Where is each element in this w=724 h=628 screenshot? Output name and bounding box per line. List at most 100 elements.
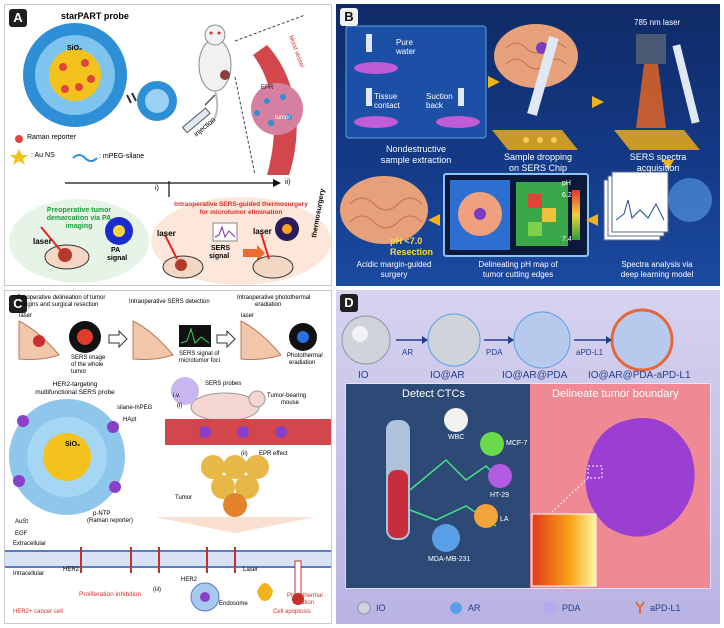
sers-signal-label-1: SERS [211, 245, 231, 252]
legend-apdl1: aPD-L1 [650, 603, 681, 613]
thermo-laser-2: laser [253, 227, 272, 236]
sers-image-3: tumor [71, 369, 87, 375]
suction-back-1: Suction [426, 92, 453, 101]
ctc-title: Detect CTCs [402, 388, 465, 400]
nanoparticle-sequence [341, 308, 674, 372]
cell-type-label: HER2+ cancer cell [13, 609, 63, 615]
breast-diagram-3 [240, 320, 317, 360]
apoptosis-label: Cell apoptosis [273, 609, 311, 615]
her2-label-a: HER2 [63, 567, 80, 573]
brain-graphic-top [494, 24, 578, 88]
sers-signal-2: microtumor foci [179, 358, 221, 364]
ablation-label-2: ablation [293, 600, 315, 606]
flow-arrows [428, 76, 674, 226]
stage-io-ar: IO@AR [430, 370, 465, 381]
tumor-graphic [201, 455, 269, 517]
resection-label: Resection [390, 247, 434, 257]
step-deep-learning-2: deep learning model [620, 270, 694, 279]
sers-signal-label-2: signal [209, 253, 230, 260]
extracellular-label: Extracellular [13, 541, 47, 547]
boundary-title: Delineate tumor boundary [552, 388, 679, 400]
stage-io-ar-pda-apdl1: IO@AR@PDA-aPD-L1 [588, 370, 691, 381]
starpart-probe-graphic [23, 23, 127, 127]
her2-label-b: HER2 [181, 577, 198, 583]
top-step2: Intraoperative SERS detection [129, 299, 210, 305]
mouse-graphic [198, 24, 232, 126]
step-deep-learning: Spectra analysis via deep learning model [598, 260, 716, 280]
arrow-pda-label: PDA [486, 348, 503, 357]
pa-box-title-line3: imaging [65, 223, 93, 230]
step-acquisition: SERS spectra acquisition [608, 152, 708, 174]
step-dropping-1: Sample dropping [503, 152, 573, 162]
hapt-label: HApt [123, 417, 137, 423]
probe-title-c: HER2-targeting multifunctional SERS prob… [15, 381, 135, 397]
step-ph-map: Delineating pH map of tumor cutting edge… [446, 260, 590, 280]
legend-icons [357, 601, 645, 615]
step-surgery: Acidic margin-guided surgery [342, 260, 446, 280]
thermo-box-title: Intraoperative SERS-guided thermosurgery… [155, 201, 327, 217]
arrow-apdl1-label: aPD-L1 [576, 348, 604, 357]
arrow-ar-label: AR [402, 348, 414, 357]
step-acquisition-2: acquisition [636, 163, 680, 173]
ablation-label-1: Photothermal [287, 593, 323, 599]
boundary-inset [532, 514, 596, 586]
tissue-contact-1: Tissue [374, 92, 398, 101]
sers-signal-1: SERS signal of [179, 351, 220, 357]
laser-label-c: Laser [243, 567, 259, 573]
panel-c-label: C [9, 295, 27, 313]
step-i-label-c: (i) [177, 403, 183, 409]
step-i-label: i) [155, 185, 159, 192]
step-ph-map-2: tumor cutting edges [482, 270, 554, 279]
step-dropping: Sample dropping on SERS Chip [486, 152, 590, 174]
pa-box-title: Preoperative tumor demarcation via PA im… [15, 207, 143, 231]
suction-back-2: back [426, 101, 443, 110]
pntp-label-1: p-NTP [93, 511, 111, 517]
panel-a-label: A [9, 9, 27, 27]
her2-probe-graphic [9, 399, 125, 515]
ph-map-monitor [443, 173, 589, 257]
step-extraction: Nondestructive sample extraction [346, 144, 486, 166]
cell-label-3: LA [500, 516, 509, 523]
step-surgery-1: Acidic margin-guided [356, 260, 432, 269]
photothermal-2: eradiation [289, 360, 316, 366]
panel-d: D AR PDA aPD-L1 IO IO@AR IO@AR@PDA IO@AR… [336, 290, 720, 624]
breast-diagram-1 [18, 320, 101, 360]
epr-effect-label: EPR effect [259, 451, 288, 457]
probe-title-c-2: multifunctional SERS probe [35, 389, 115, 396]
mouse-label-1: Tumor-bearing [267, 393, 307, 399]
legend-ar: AR [468, 603, 481, 613]
panel-a: A starPART probe SiO₂ Raman reporter : A… [4, 4, 332, 286]
raman-legend-label: Raman reporter [27, 134, 77, 141]
purple-tumor-graphic [549, 418, 695, 537]
sers-probes-label: SERS probes [205, 381, 242, 387]
step-ph-map-1: Delineating pH map of [478, 260, 558, 269]
laser-label-a: laser [19, 313, 33, 319]
tissue-contact-2: contact [374, 101, 400, 110]
step-ii-label-c: (ii) [241, 451, 248, 457]
panel-d-label: D [340, 294, 358, 312]
au-legend-mark [10, 149, 28, 165]
breast-diagram-2 [132, 320, 211, 360]
brain-graphic-bottom [340, 176, 428, 244]
sers-image-2: of the whole [71, 362, 104, 368]
au-legend-label: : Au NS [31, 152, 55, 159]
thermo-box-title-line2: for microtumor elimination [199, 209, 283, 216]
epr-label: EPR [261, 85, 274, 91]
sio2-label-c: SiO₂ [65, 441, 81, 448]
pa-box-title-line1: Preoperative tumor [46, 207, 112, 214]
sers-image-1: SERS image [71, 355, 106, 361]
panel-c-illustration [5, 320, 331, 612]
pa-laser-label: laser [33, 237, 52, 246]
top-step3-line2: eradiation [255, 302, 282, 308]
sequence-arrows [396, 336, 612, 344]
mouse-label-2: mouse [281, 400, 300, 406]
endosome-label: Endosome [219, 601, 248, 607]
panel-b: B Pure water Tissue contact Suction back… [336, 4, 720, 286]
silane-label: silane-mPEG [117, 405, 153, 411]
step-dropping-2: on SERS Chip [508, 163, 568, 173]
probe-title-c-1: HER2-targeting [52, 381, 98, 388]
syringe-graphic [181, 94, 216, 134]
peg-legend-label: : mPEG-silane [99, 153, 145, 160]
panel-a-illustration [9, 14, 331, 285]
ctc-tube-graphic [386, 420, 507, 540]
